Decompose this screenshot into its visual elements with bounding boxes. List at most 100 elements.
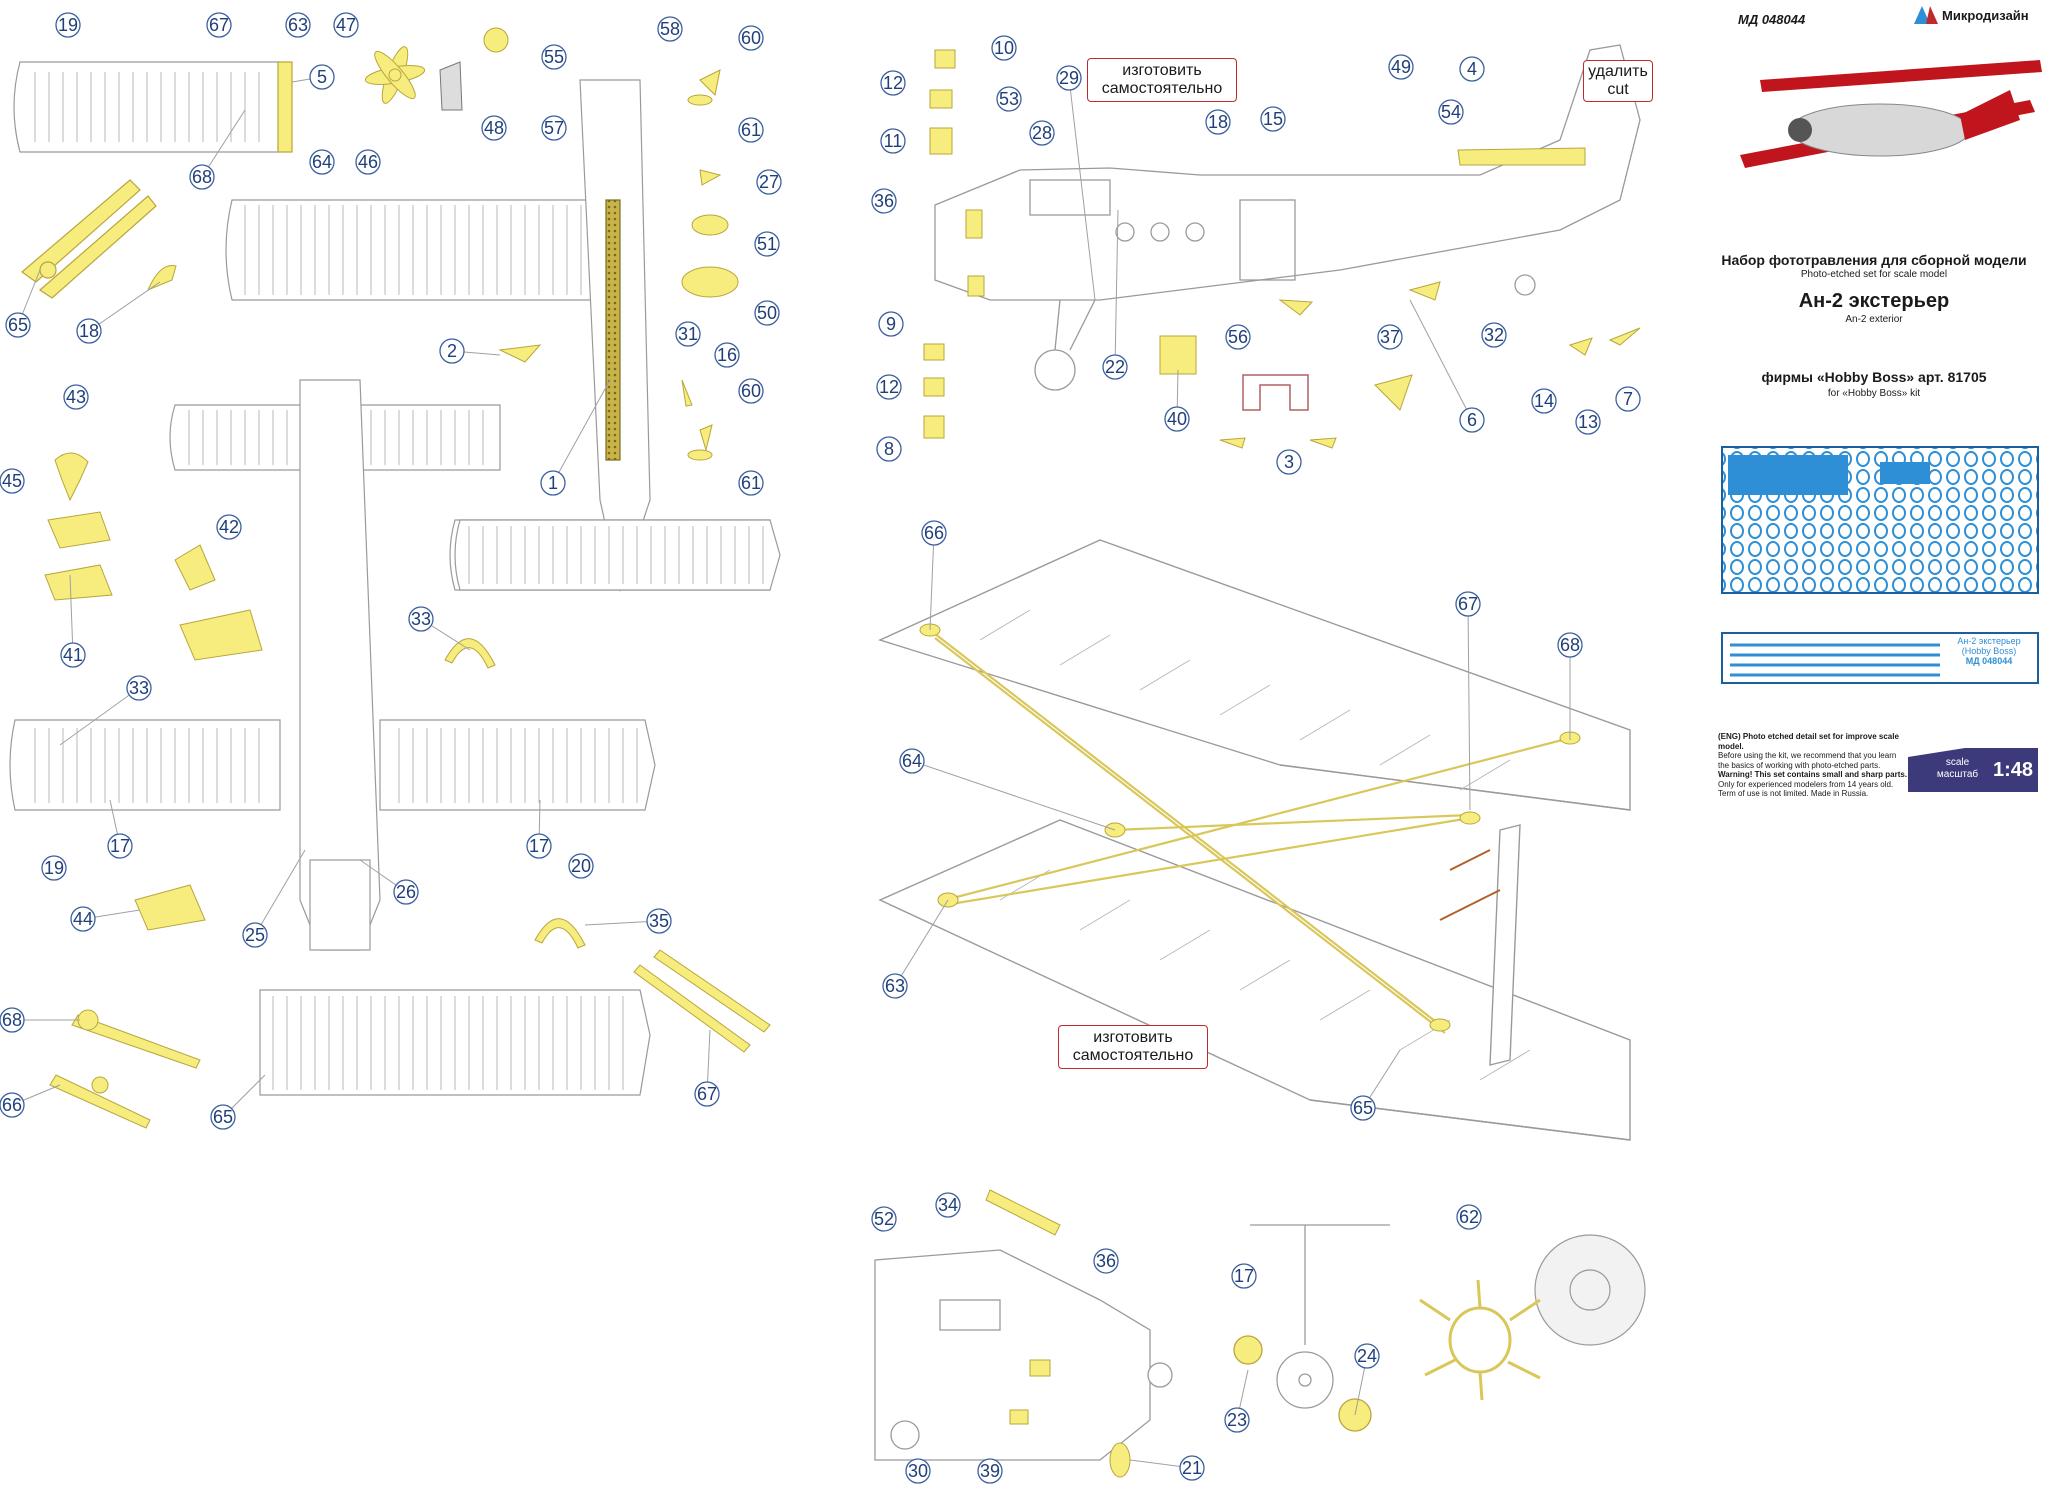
- callout-66: 66: [0, 1092, 25, 1118]
- callout-number: 43: [66, 387, 86, 407]
- callout-ring: [63, 384, 89, 410]
- callout-number: 22: [1105, 357, 1125, 377]
- panel-subject-ru: Ан-2 экстерьер: [1798, 290, 1950, 312]
- product-photo-biplane: [1740, 60, 2042, 168]
- part-3-brace: [1242, 374, 1309, 411]
- leader-lines: [11, 76, 1571, 1469]
- callout-number: 66: [924, 523, 944, 543]
- note-line: Before using the kit, we recommend that …: [1718, 751, 1897, 760]
- fret-small-text: Ан-2 экстерьер (Hobby Boss): [1957, 636, 2021, 656]
- callout-ring: [1615, 386, 1641, 412]
- callout-36: 36: [1093, 1248, 1119, 1274]
- panel-notes: (ENG) Photo etched detail set for improv…: [1718, 732, 1918, 799]
- callout-number: 18: [1208, 112, 1228, 132]
- callout-47: 47: [333, 12, 359, 38]
- callout-13: 13: [1575, 409, 1601, 435]
- callout-number: 39: [980, 1461, 1000, 1481]
- callout-18: 18: [1205, 109, 1231, 135]
- part-62-exhaust-ring: [1419, 1279, 1541, 1401]
- callout-ring: [1056, 65, 1082, 91]
- part-33-arc: [444, 638, 496, 669]
- callout-number: 28: [1032, 123, 1052, 143]
- callout-31: 31: [675, 321, 701, 347]
- callout-24: 24: [1354, 1343, 1380, 1369]
- callout-2: 2: [439, 338, 465, 364]
- callout-number: 61: [741, 473, 761, 493]
- part-44-bracket: [134, 884, 206, 931]
- callout-67: 67: [694, 1081, 720, 1107]
- callout-ring: [876, 374, 902, 400]
- callout-number: 63: [288, 15, 308, 35]
- callout-number: 12: [883, 73, 903, 93]
- callout-number: 46: [358, 152, 378, 172]
- callout-61: 61: [738, 470, 764, 496]
- callout-28: 28: [1029, 120, 1055, 146]
- callout-5: 5: [309, 64, 335, 90]
- callout-number: 52: [874, 1209, 894, 1229]
- callout-ring: [738, 25, 764, 51]
- callout-ring: [76, 318, 102, 344]
- callout-number: 65: [213, 1107, 233, 1127]
- callout-number: 65: [1353, 1098, 1373, 1118]
- callout-number: 64: [902, 751, 922, 771]
- callout-number: 50: [757, 303, 777, 323]
- callout-ring: [876, 436, 902, 462]
- callout-12: 12: [880, 70, 906, 96]
- callout-ring: [1575, 409, 1601, 435]
- callout-ring: [882, 973, 908, 999]
- callout-ring: [738, 378, 764, 404]
- leader-line: [894, 899, 949, 987]
- interplane-strut: [1439, 824, 1521, 1066]
- callout-ring: [309, 149, 335, 175]
- callout-number: 9: [886, 314, 896, 334]
- callout-11: 11: [880, 128, 906, 154]
- callout-ring: [540, 470, 566, 496]
- callout-ring: [1557, 632, 1583, 658]
- callout-65: 65: [1350, 1095, 1376, 1121]
- callout-ring: [935, 1192, 961, 1218]
- callout-number: 67: [1458, 594, 1478, 614]
- callout-number: 68: [2, 1010, 22, 1030]
- part-65-strut: [21, 179, 157, 299]
- callout-number: 25: [245, 925, 265, 945]
- callout-17: 17: [1231, 1263, 1257, 1289]
- note-make-yourself-top: изготовить самостоятельно: [1087, 58, 1237, 102]
- set-code: МД 048044: [1738, 12, 1806, 27]
- wing-ribs-perspective: [979, 609, 1531, 1081]
- scale-label: scale масштаб: [1930, 757, 1985, 781]
- callout-63: 63: [285, 12, 311, 38]
- callout-number: 55: [544, 47, 564, 67]
- callout-44: 44: [70, 906, 96, 932]
- callout-number: 7: [1623, 389, 1633, 409]
- callout-57: 57: [541, 115, 567, 141]
- callout-43: 43: [63, 384, 89, 410]
- callout-30: 30: [905, 1458, 931, 1484]
- callout-15: 15: [1260, 106, 1286, 132]
- callout-67: 67: [1455, 591, 1481, 617]
- callout-number: 60: [741, 381, 761, 401]
- callout-66: 66: [921, 520, 947, 546]
- callout-number: 57: [544, 118, 564, 138]
- callout-55: 55: [541, 44, 567, 70]
- callout-ring: [880, 70, 906, 96]
- callout-ring: [1531, 388, 1557, 414]
- callout-ring: [921, 520, 947, 546]
- callout-number: 47: [336, 15, 356, 35]
- callout-39: 39: [977, 1458, 1003, 1484]
- note-remove-ru: удалить: [1588, 63, 1648, 80]
- callout-ring: [756, 169, 782, 195]
- callout-56: 56: [1225, 324, 1251, 350]
- callout-25: 25: [242, 922, 268, 948]
- callout-ring: [408, 606, 434, 632]
- callout-35: 35: [646, 908, 672, 934]
- callout-ring: [871, 1206, 897, 1232]
- callout-number: 14: [1534, 391, 1554, 411]
- callout-ring: [0, 468, 25, 494]
- note-line: (ENG) Photo etched detail set for improv…: [1718, 732, 1899, 751]
- callout-33: 33: [126, 675, 152, 701]
- callout-number: 33: [411, 609, 431, 629]
- panel-kit-en: for «Hobby Boss» kit: [1827, 388, 1921, 399]
- callout-ring: [55, 12, 81, 38]
